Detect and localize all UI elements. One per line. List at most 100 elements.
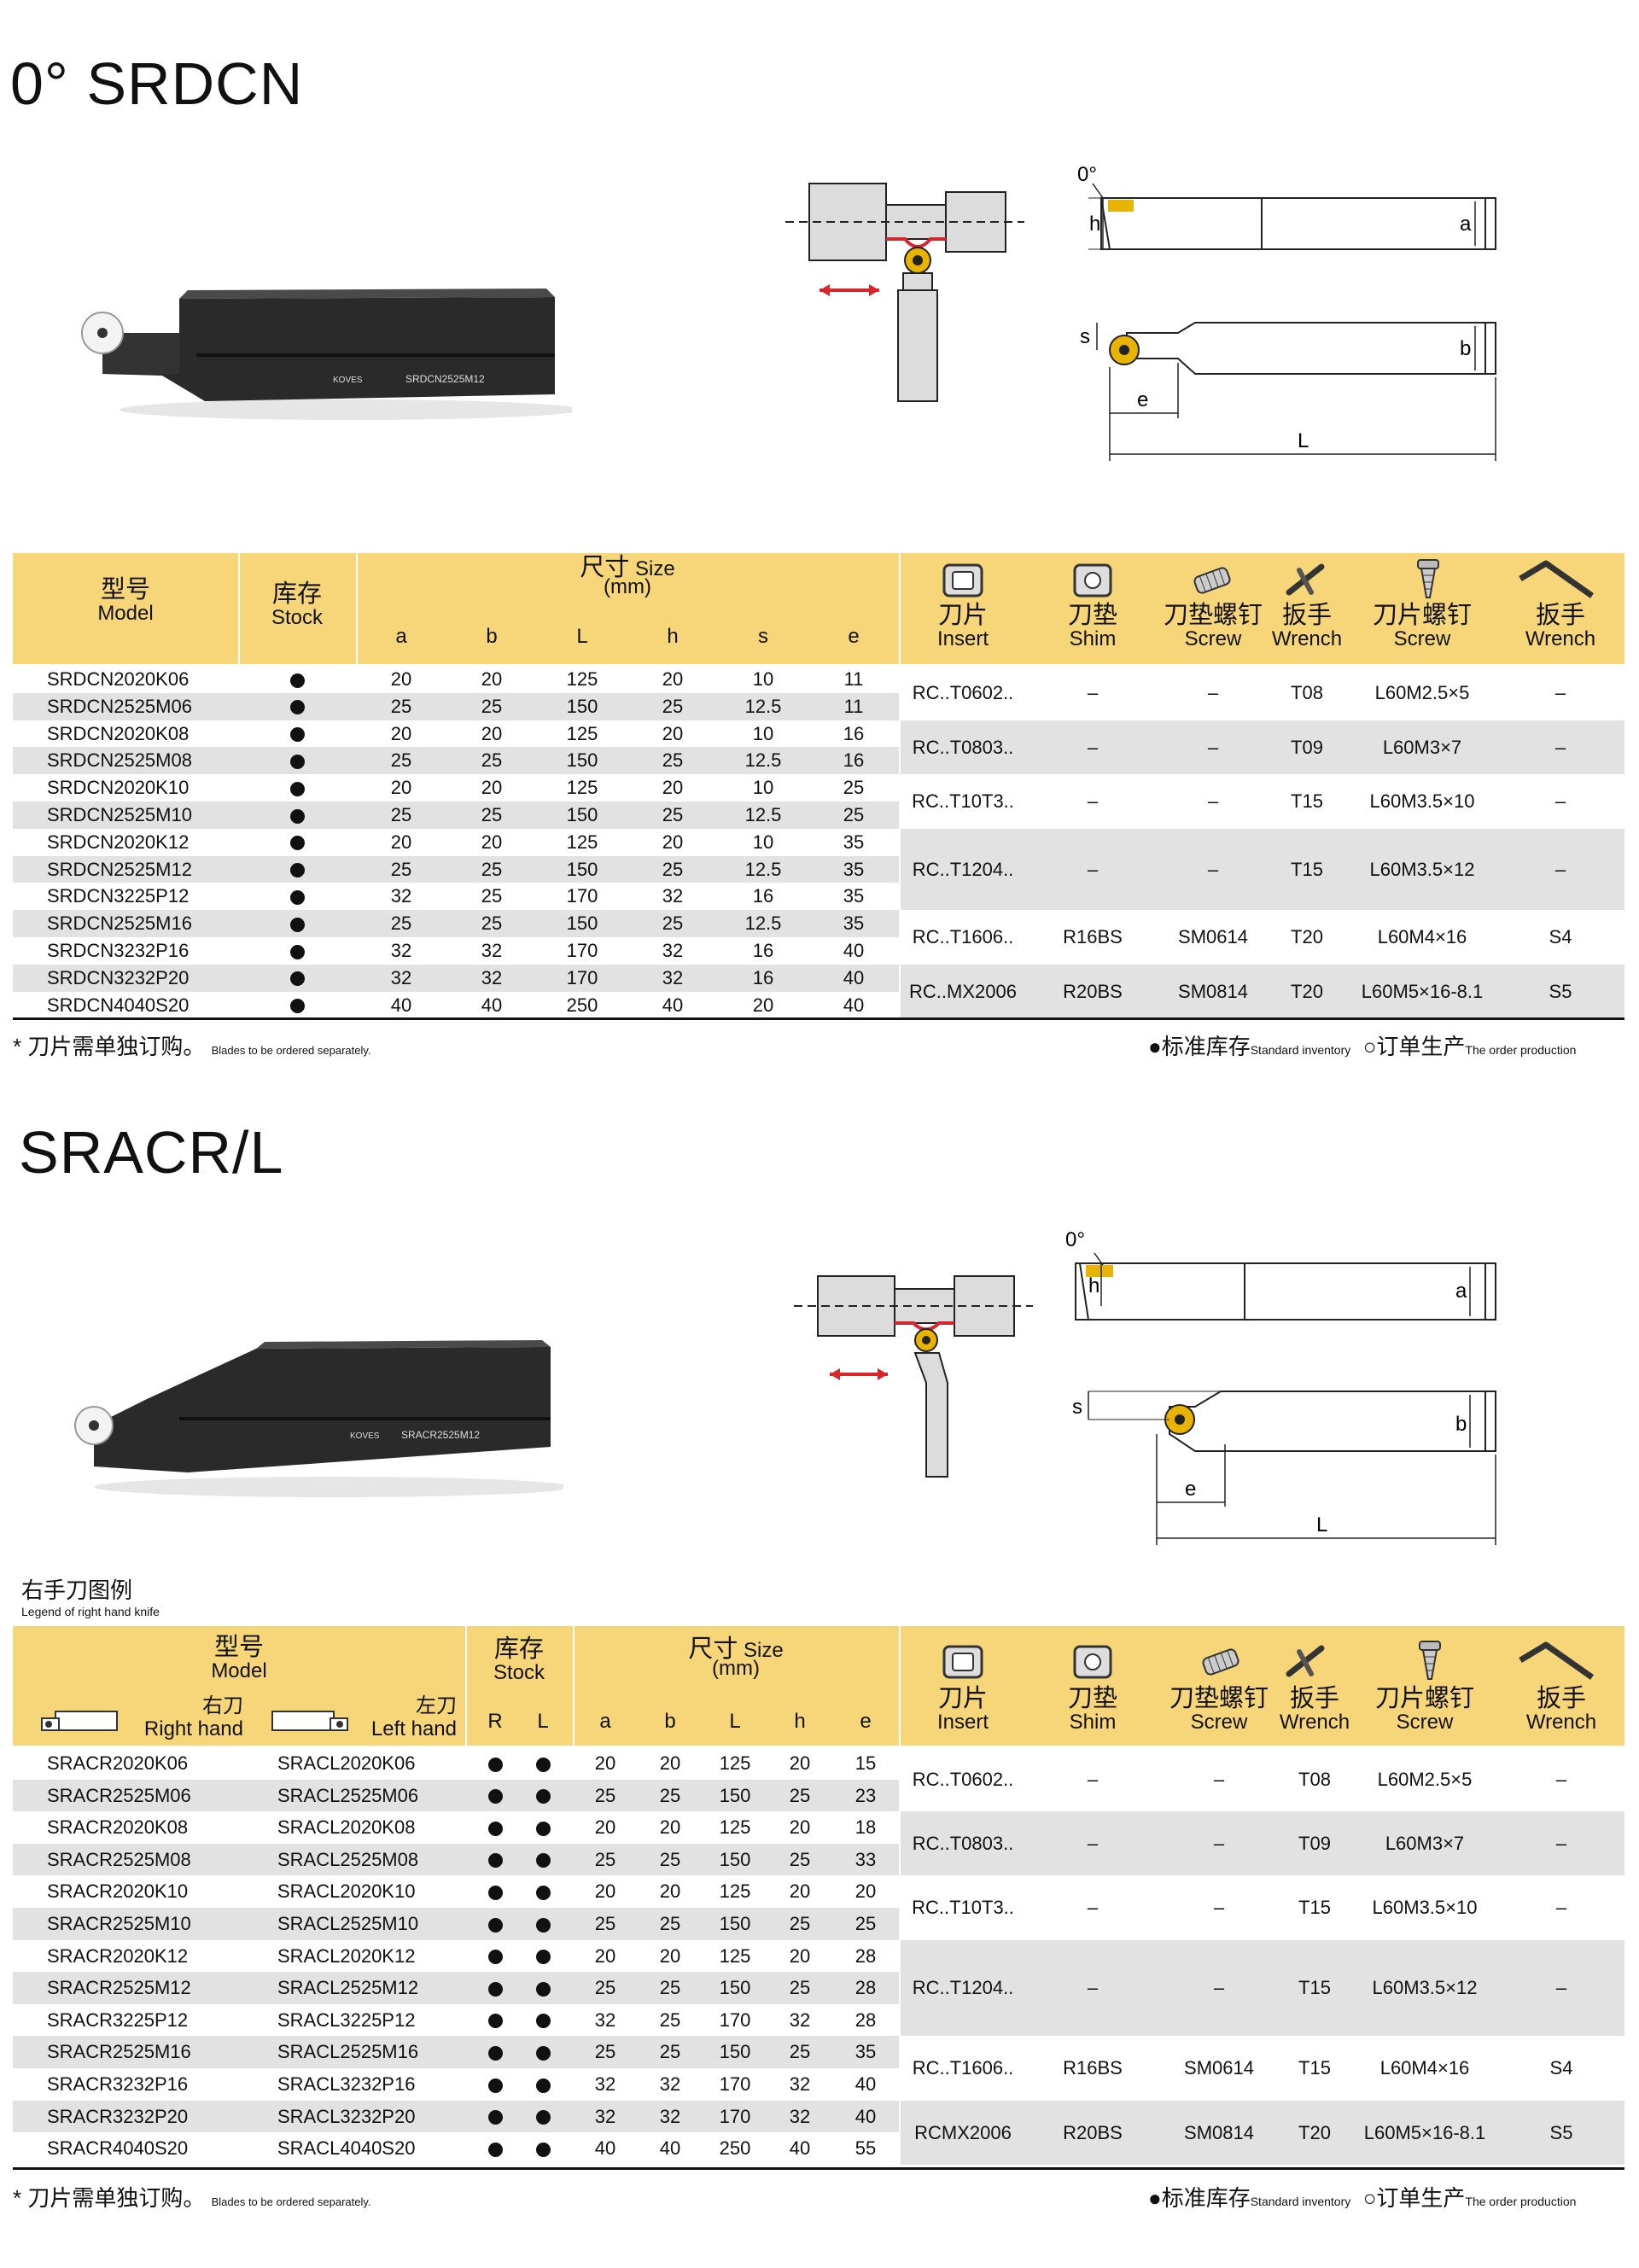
insert-screw-icon bbox=[1419, 1641, 1441, 1680]
insert-screw-icon bbox=[1417, 559, 1439, 598]
part-wrench: T15 bbox=[1291, 858, 1323, 880]
part-iscrew: L60M3×7 bbox=[1382, 736, 1462, 758]
cell-h: 32 bbox=[662, 966, 684, 988]
stock-R-dot bbox=[474, 2101, 516, 2133]
cell-a: 32 bbox=[594, 2105, 616, 2127]
standard-stock-dot-icon bbox=[289, 971, 305, 987]
header-stock-L: L bbox=[537, 1710, 549, 1733]
cell-l: SRACL2525M16 bbox=[277, 2041, 419, 2063]
cell-l: SRACL3225P12 bbox=[277, 2009, 416, 2031]
part-wrench2: – bbox=[1555, 1976, 1567, 1998]
cell-b: 25 bbox=[481, 885, 503, 907]
insert-icon bbox=[942, 563, 983, 598]
part-screw: – bbox=[1213, 1976, 1225, 1998]
part-wrench: T20 bbox=[1291, 980, 1323, 1002]
cell-L: 150 bbox=[719, 1913, 751, 1934]
cell-b: 40 bbox=[481, 994, 503, 1016]
stock-dot bbox=[238, 774, 356, 802]
cell-L: 170 bbox=[566, 966, 598, 988]
part-screw: SM0814 bbox=[1178, 980, 1248, 1002]
cell-h: 32 bbox=[789, 2009, 811, 2031]
cell-h: 32 bbox=[662, 940, 684, 961]
stock-R-dot bbox=[474, 2036, 516, 2068]
cell-s: 10 bbox=[752, 668, 774, 690]
part-wrench: T15 bbox=[1298, 1976, 1331, 1998]
cell-b: 40 bbox=[659, 2137, 681, 2160]
cell-L: 150 bbox=[719, 1977, 751, 1999]
part-iscrew: L60M2.5×5 bbox=[1377, 1769, 1473, 1790]
cell-e: 11 bbox=[843, 668, 864, 690]
standard-stock-dot-icon bbox=[535, 2046, 551, 2061]
stock-dot bbox=[238, 666, 356, 693]
standard-stock-dot-icon bbox=[535, 2078, 551, 2093]
cell-r: SRACR2525M08 bbox=[47, 1848, 191, 1870]
section1-note: * 刀片需单独订购。 Blades to be ordered separate… bbox=[13, 1034, 371, 1059]
part-wrench2: S5 bbox=[1549, 980, 1572, 1002]
stock-L-dot bbox=[522, 2036, 564, 2068]
cell-s: 12.5 bbox=[744, 912, 782, 935]
header-dim-b: b bbox=[664, 1710, 676, 1733]
part-insert: RCMX2006 bbox=[914, 2121, 1012, 2143]
header-dim-L: L bbox=[576, 625, 588, 648]
cell-h: 20 bbox=[662, 777, 684, 799]
cell-e: 33 bbox=[854, 1848, 877, 1870]
part-iscrew: L60M4×16 bbox=[1379, 2057, 1470, 2079]
cell-h: 20 bbox=[662, 668, 684, 690]
product-brand-label: KOVES bbox=[350, 1431, 380, 1441]
cell-l: SRACL2525M08 bbox=[277, 1848, 419, 1870]
stock-R-dot bbox=[474, 1844, 516, 1876]
cell-model: SRDCN2525M10 bbox=[47, 804, 192, 825]
cell-h: 25 bbox=[662, 858, 684, 880]
part-wrench: T08 bbox=[1291, 682, 1323, 703]
cell-e: 40 bbox=[854, 2073, 877, 2095]
header-dim-b: b bbox=[486, 625, 498, 648]
part-wrench2: S5 bbox=[1549, 2121, 1573, 2143]
cell-a: 20 bbox=[390, 668, 412, 690]
cell-l: SRACL4040S20 bbox=[277, 2137, 416, 2160]
diagram-a-label: a bbox=[1455, 1280, 1467, 1303]
part-iscrew: L60M4×16 bbox=[1377, 926, 1467, 948]
cell-model: SRDCN2020K08 bbox=[47, 722, 190, 744]
cell-r: SRACR3232P20 bbox=[47, 2105, 189, 2127]
diagram-L-label: L bbox=[1316, 1513, 1327, 1536]
cell-a: 40 bbox=[390, 994, 412, 1016]
cell-b: 25 bbox=[481, 912, 503, 935]
part-iscrew: L60M5×16-8.1 bbox=[1363, 2121, 1486, 2143]
cell-L: 150 bbox=[566, 912, 598, 935]
section1-title: 0° SRDCN bbox=[10, 50, 304, 117]
standard-stock-dot-icon bbox=[289, 781, 305, 796]
part-shim: – bbox=[1087, 858, 1099, 880]
dimension-diagram-sracr: 0° h a s b e L bbox=[794, 1228, 1496, 1545]
cell-r: SRACR2525M06 bbox=[47, 1784, 191, 1806]
standard-stock-dot-icon bbox=[487, 1789, 503, 1804]
cell-a: 20 bbox=[390, 777, 412, 799]
diagram-b-label: b bbox=[1460, 337, 1471, 360]
cell-l: SRACL2020K06 bbox=[277, 1752, 416, 1774]
cell-l: SRACL2020K10 bbox=[277, 1880, 416, 1903]
cell-e: 23 bbox=[854, 1784, 877, 1806]
stock-dot bbox=[238, 747, 356, 774]
cell-L: 150 bbox=[566, 804, 598, 825]
cell-model: SRDCN2525M12 bbox=[47, 858, 192, 880]
standard-stock-dot-icon bbox=[289, 917, 305, 932]
cell-a: 20 bbox=[594, 1944, 616, 1967]
diagram-angle-label: 0° bbox=[1077, 163, 1097, 186]
part-insert: RC..T1606.. bbox=[912, 926, 1014, 948]
header-dim-e: e bbox=[848, 625, 860, 648]
standard-stock-dot-icon bbox=[487, 2014, 503, 2029]
hex-wrench-icon bbox=[1519, 1641, 1595, 1680]
part-screw: – bbox=[1207, 736, 1219, 758]
cell-e: 28 bbox=[854, 2009, 877, 2031]
part-wrench: T15 bbox=[1291, 790, 1323, 813]
